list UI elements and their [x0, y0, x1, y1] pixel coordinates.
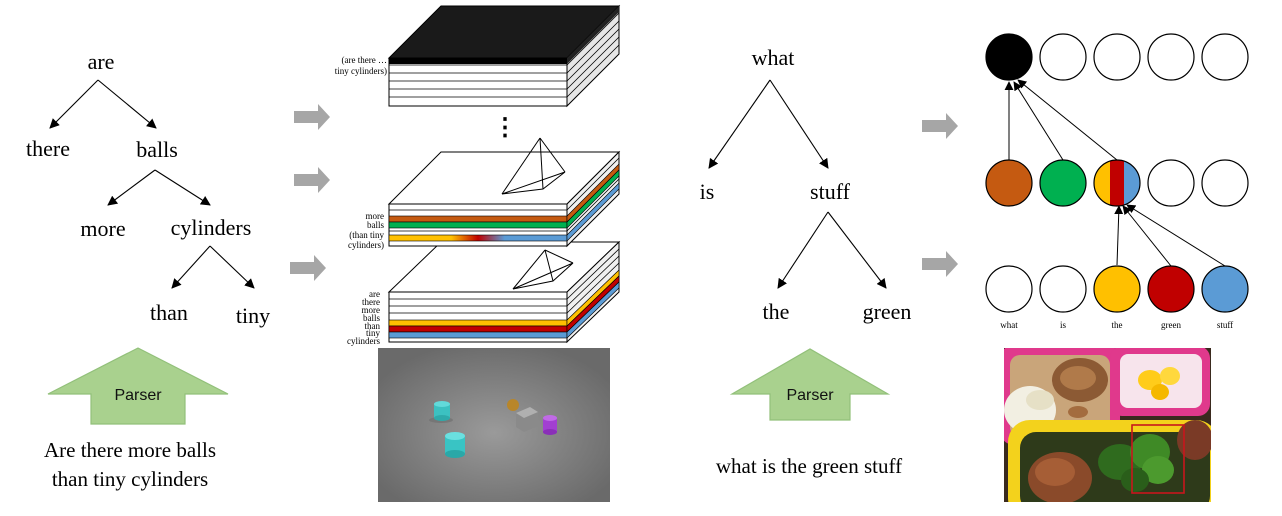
tensor-stack-top: (are there … tiny cylinders)	[335, 4, 621, 108]
edge-what-stuff	[769, 79, 829, 169]
gray-arrows-right	[922, 113, 958, 277]
stack-top-label-1: (are there …	[342, 55, 387, 65]
top-node-5	[1201, 33, 1249, 81]
stack-mid-label-3: (than tiny	[349, 230, 384, 240]
edge-are-balls	[97, 79, 157, 129]
node-are: are	[88, 49, 115, 74]
word-node-what	[985, 265, 1033, 313]
mid-node-5	[1201, 159, 1249, 207]
edge-stuff-the	[777, 211, 829, 289]
node-stuff: stuff	[810, 179, 851, 204]
word-label-the: the	[1112, 320, 1123, 330]
top-node-4	[1147, 33, 1195, 81]
edge-stuff-green	[827, 211, 887, 289]
gray-arrow-2	[294, 167, 330, 193]
gray-arrow-4	[922, 113, 958, 139]
tensor-stack-bottom: are there more balls than tiny cylinders	[347, 240, 621, 346]
word-label-is: is	[1060, 320, 1067, 330]
stack-mid-label-1: more	[366, 211, 385, 221]
left-question-line2: than tiny cylinders	[52, 467, 208, 491]
mid-node-multicolor	[1093, 159, 1141, 207]
word-label-green: green	[1161, 320, 1181, 330]
food-photo-image	[1004, 348, 1211, 502]
word-node-green	[1147, 265, 1195, 313]
stack-ellipsis: ⋮	[493, 115, 517, 141]
stack-mid-label-2: balls	[367, 220, 384, 230]
gray-arrow-1	[294, 104, 330, 130]
attention-box	[1131, 424, 1185, 494]
edge-blue-to-multi	[1126, 204, 1226, 267]
node-cylinders: cylinders	[171, 215, 252, 240]
top-node-1	[985, 33, 1033, 81]
edge-what-is	[708, 79, 771, 169]
left-question-line1: Are there more balls	[44, 438, 216, 462]
node-is: is	[700, 179, 715, 204]
mid-node-4	[1147, 159, 1195, 207]
top-node-2	[1039, 33, 1087, 81]
word-label-what: what	[1000, 320, 1018, 330]
stack-top-label-2: tiny cylinders)	[335, 66, 387, 76]
node-tiny: tiny	[236, 303, 270, 328]
edge-yellow-to-multi	[1114, 205, 1124, 266]
top-node-3	[1093, 33, 1141, 81]
node-more: more	[80, 216, 125, 241]
gray-arrows-left	[290, 104, 330, 281]
edge-cylinders-tiny	[209, 245, 255, 289]
stack-bottom-label-6: tiny	[366, 328, 381, 338]
stack-bottom-label-4: balls	[363, 313, 380, 323]
stack-bottom-label-2: there	[362, 297, 380, 307]
word-label-stuff: stuff	[1217, 320, 1233, 330]
clevr-scene-image	[378, 348, 610, 502]
edge-cylinders-than	[171, 245, 211, 289]
word-node-the	[1093, 265, 1141, 313]
module-grid: what is the green stuff	[985, 33, 1249, 330]
mid-node-green	[1039, 159, 1087, 207]
stack-bottom-label-3: more	[362, 305, 381, 315]
node-balls: balls	[136, 137, 178, 162]
stack-bottom-label-5: than	[365, 321, 381, 331]
gray-arrow-5	[922, 251, 958, 277]
tensor-stack-middle: more balls (than tiny cylinders)	[348, 137, 621, 250]
stack-bottom-label-1: are	[369, 289, 380, 299]
right-parser-arrow: Parser	[729, 348, 891, 421]
stack-mid-label-4: cylinders)	[348, 240, 384, 250]
edge-red-to-multi	[1122, 205, 1172, 267]
word-node-is	[1039, 265, 1087, 313]
left-parser-label: Parser	[114, 387, 162, 404]
edge-balls-cylinders	[154, 169, 211, 206]
node-what: what	[752, 45, 795, 70]
left-parser-arrow: Parser	[47, 347, 229, 425]
right-parser-label: Parser	[786, 387, 834, 404]
edge-multi-to-top	[1017, 79, 1118, 161]
stack-bottom-label-7: cylinders	[347, 336, 380, 346]
left-parse-tree: are there balls more cylinders than tiny	[26, 49, 270, 328]
node-than: than	[150, 300, 188, 325]
node-green: green	[863, 299, 912, 324]
edge-are-there	[49, 79, 99, 129]
right-parse-tree: what is stuff the green	[700, 45, 912, 324]
right-question: what is the green stuff	[716, 454, 902, 478]
word-node-stuff	[1201, 265, 1249, 313]
node-the: the	[763, 299, 790, 324]
edge-green-to-top	[1013, 81, 1064, 161]
mid-node-orange	[985, 159, 1033, 207]
gray-arrow-3	[290, 255, 326, 281]
edge-balls-more	[107, 169, 156, 206]
node-there: there	[26, 136, 70, 161]
